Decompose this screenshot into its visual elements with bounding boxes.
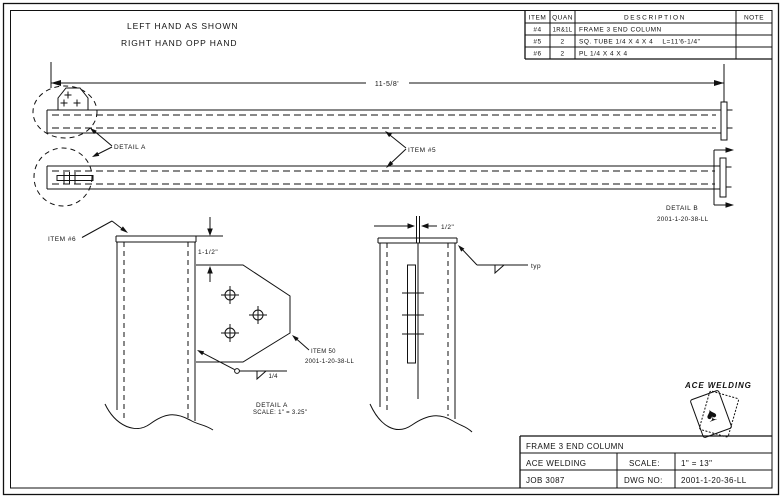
note-left-hand: LEFT HAND AS SHOWN (127, 21, 238, 31)
gusset-plate (196, 264, 291, 363)
note-right-hand: RIGHT HAND OPP HAND (121, 38, 237, 48)
detail-a-view: ITEM #6 1-1/2" 1/4 (48, 217, 355, 431)
item5-callout-label: ITEM #5 (408, 147, 436, 154)
playing-card-back-icon (699, 390, 739, 438)
spade-icon: ♠ (703, 404, 720, 427)
slot-view: 1/2" typ (369, 216, 541, 433)
company-logo: ACE WELDING ♠ (684, 381, 752, 438)
playing-card-icon: ♠ (690, 390, 732, 438)
row2-description: SQ. TUBE 1/4 X 4 X 4 L=11'6-1/4" (579, 39, 701, 46)
item6-callout: ITEM #6 (48, 220, 128, 243)
detail-a-circles (32, 85, 98, 207)
row3-item: #6 (533, 51, 541, 58)
row1-description: FRAME 3 END COLUMN (579, 27, 662, 34)
offset-dimension: 1-1/2" (198, 217, 218, 282)
title-block: FRAME 3 END COLUMN ACE WELDING SCALE: 1"… (519, 435, 772, 488)
col-header-note: NOTE (744, 15, 764, 22)
job-number: JOB 3087 (526, 476, 565, 485)
table-row: #6 2 PL 1/4 X 4 X 4 (533, 51, 627, 58)
table-row: #5 2 SQ. TUBE 1/4 X 4 X 4 L=11'6-1/4" (533, 39, 700, 46)
row3-description: PL 1/4 X 4 X 4 (579, 51, 628, 58)
length-dimension-text: 11-5/8' (375, 81, 399, 88)
scale-label: SCALE: (629, 459, 660, 468)
offset-dimension-text: 1-1/2" (198, 249, 218, 256)
row3-quan: 2 (560, 51, 564, 58)
parts-table: ITEM QUAN DESCRIPTION NOTE #4 1R&1L FRAM… (524, 10, 772, 60)
table-row: #4 1R&1L FRAME 3 END COLUMN (533, 27, 661, 34)
dwg-no-label: DWG NO: (624, 476, 663, 485)
scale-value: 1" = 13" (681, 459, 712, 468)
dwg-no-value: 2001-1-20-36-LL (681, 476, 747, 485)
row1-quan: 1R&1L (553, 28, 573, 34)
col-header-description: DESCRIPTION (624, 15, 686, 22)
plate-dimension-text: 1/2" (441, 224, 455, 231)
company-name: ACE WELDING (526, 459, 586, 468)
detail-a-title: DETAIL A (256, 402, 288, 409)
item50-ref: 2001-1-20-38-LL (305, 359, 355, 365)
slot-plate (402, 216, 424, 399)
top-tube-view (46, 87, 733, 141)
typ-weld-note: typ (531, 263, 541, 270)
detail-b-ref: 2001-1-20-38-LL (657, 216, 709, 223)
detail-a-scale: SCALE: 1" = 3.25" (253, 410, 307, 416)
item6-callout-label: ITEM #6 (48, 236, 76, 243)
col-header-quan: QUAN (552, 15, 573, 22)
bottom-tube-view (46, 157, 732, 198)
gusset-tab (57, 87, 89, 110)
weld-size-text: 1/4 (269, 374, 279, 380)
logo-text: ACE WELDING (684, 381, 752, 390)
slot-plate-hidden (56, 172, 94, 184)
weld-symbol: 1/4 (197, 350, 287, 381)
drawing-title: FRAME 3 END COLUMN (526, 442, 624, 451)
row1-item: #4 (533, 27, 541, 34)
break-line (104, 403, 214, 431)
end-plate (720, 101, 728, 141)
detail-a-callout-label: DETAIL A (114, 144, 146, 151)
row2-item: #5 (533, 39, 541, 46)
item5-callout: ITEM #5 (385, 131, 436, 168)
detail-a-callout: DETAIL A (90, 128, 146, 157)
plate-dimension: 1/2" (374, 223, 455, 231)
hand-notes: LEFT HAND AS SHOWN RIGHT HAND OPP HAND (121, 21, 238, 48)
end-plate (719, 157, 727, 198)
detail-b-label: DETAIL B (666, 205, 698, 212)
detail-b-callout: DETAIL B 2001-1-20-38-LL (657, 147, 734, 223)
col-header-item: ITEM (529, 15, 547, 22)
item50-callout: ITEM 50 2001-1-20-38-LL (292, 335, 355, 365)
item50-label: ITEM 50 (311, 349, 336, 355)
row2-quan: 2 (560, 39, 564, 46)
break-line (369, 403, 473, 433)
overall-length-dimension: 11-5/8' (50, 62, 725, 102)
typ-weld-symbol: typ (458, 245, 541, 275)
